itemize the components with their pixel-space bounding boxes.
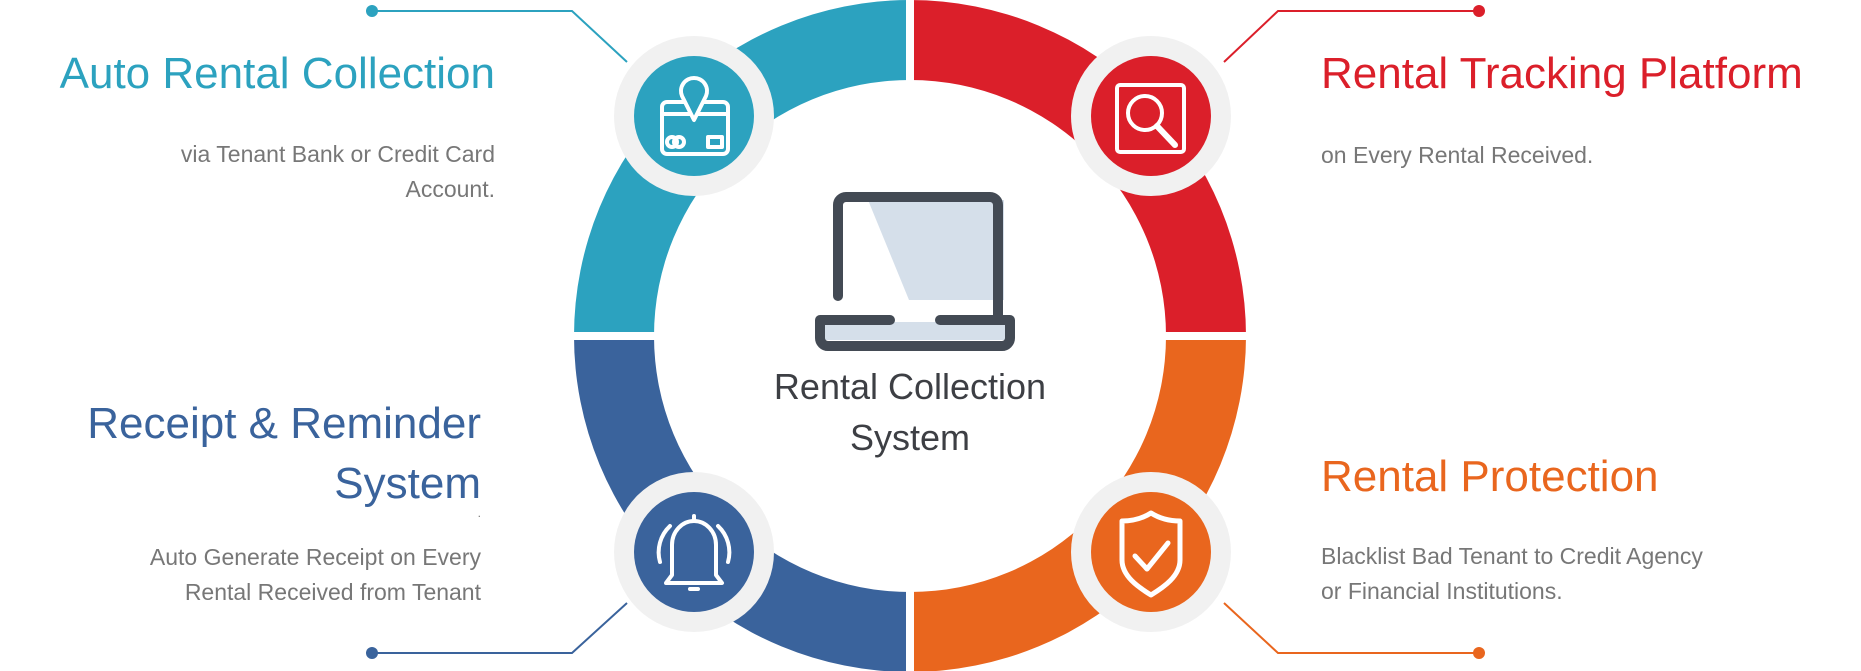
rental-protection-desc-line1: Blacklist Bad Tenant to Credit Agency bbox=[1321, 543, 1703, 569]
auto-rental-desc-line1: via Tenant Bank or Credit Card bbox=[180, 141, 495, 167]
connector-dot bbox=[1473, 5, 1485, 17]
rental-protection-desc-line2: or Financial Institutions. bbox=[1321, 578, 1563, 604]
search-icon bbox=[1071, 36, 1231, 196]
receipt-title-line1: Receipt & Reminder bbox=[87, 399, 481, 448]
rental-tracking-desc: on Every Rental Received. bbox=[1321, 142, 1594, 168]
rental-protection-title: Rental Protection bbox=[1321, 452, 1659, 501]
laptop-icon bbox=[815, 192, 1015, 351]
ring-segment-protection bbox=[910, 336, 1246, 671]
ring-segment-receipt bbox=[574, 336, 910, 671]
rental-tracking-title: Rental Tracking Platform bbox=[1321, 49, 1803, 98]
connector-dot bbox=[366, 5, 378, 17]
connector-tracking bbox=[1223, 10, 1479, 63]
auto-rental-title: Auto Rental Collection bbox=[59, 49, 495, 98]
center-title-line2: System bbox=[849, 417, 971, 458]
connector-dot bbox=[1473, 647, 1485, 659]
center-title-line1: Rental Collection bbox=[773, 366, 1047, 407]
credit-card-location-icon bbox=[614, 36, 774, 196]
ring-segment-auto bbox=[574, 0, 910, 336]
receipt-desc-line1: Auto Generate Receipt on Every bbox=[149, 544, 481, 570]
connector-protection bbox=[1223, 602, 1479, 654]
bell-icon bbox=[614, 472, 774, 632]
ring-segment-tracking bbox=[910, 0, 1246, 336]
receipt-desc-line2: Rental Received from Tenant bbox=[184, 579, 481, 605]
connector-receipt bbox=[372, 602, 628, 654]
receipt-dot: . bbox=[477, 506, 481, 520]
connector-dot bbox=[366, 647, 378, 659]
receipt-title-line2: System bbox=[334, 459, 481, 508]
auto-rental-desc-line2: Account. bbox=[405, 176, 496, 202]
connector-auto bbox=[372, 10, 628, 63]
shield-check-icon bbox=[1071, 472, 1231, 632]
